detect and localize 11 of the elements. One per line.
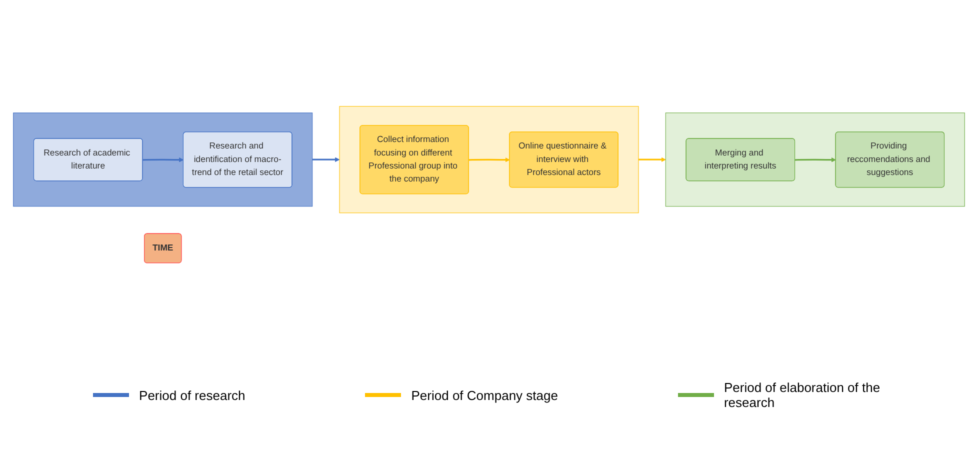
arrow bbox=[312, 158, 340, 162]
arrow bbox=[142, 158, 184, 163]
legend-text: Period of research bbox=[139, 388, 246, 402]
legend-text: Period of Company stage bbox=[411, 388, 558, 402]
arrow bbox=[794, 158, 836, 163]
cluster bbox=[664, 112, 964, 208]
arrow bbox=[468, 158, 510, 163]
cluster bbox=[12, 112, 312, 208]
arrow bbox=[638, 158, 666, 162]
cluster bbox=[338, 106, 638, 214]
legend-text: Period of elaboration of the research bbox=[724, 380, 882, 410]
